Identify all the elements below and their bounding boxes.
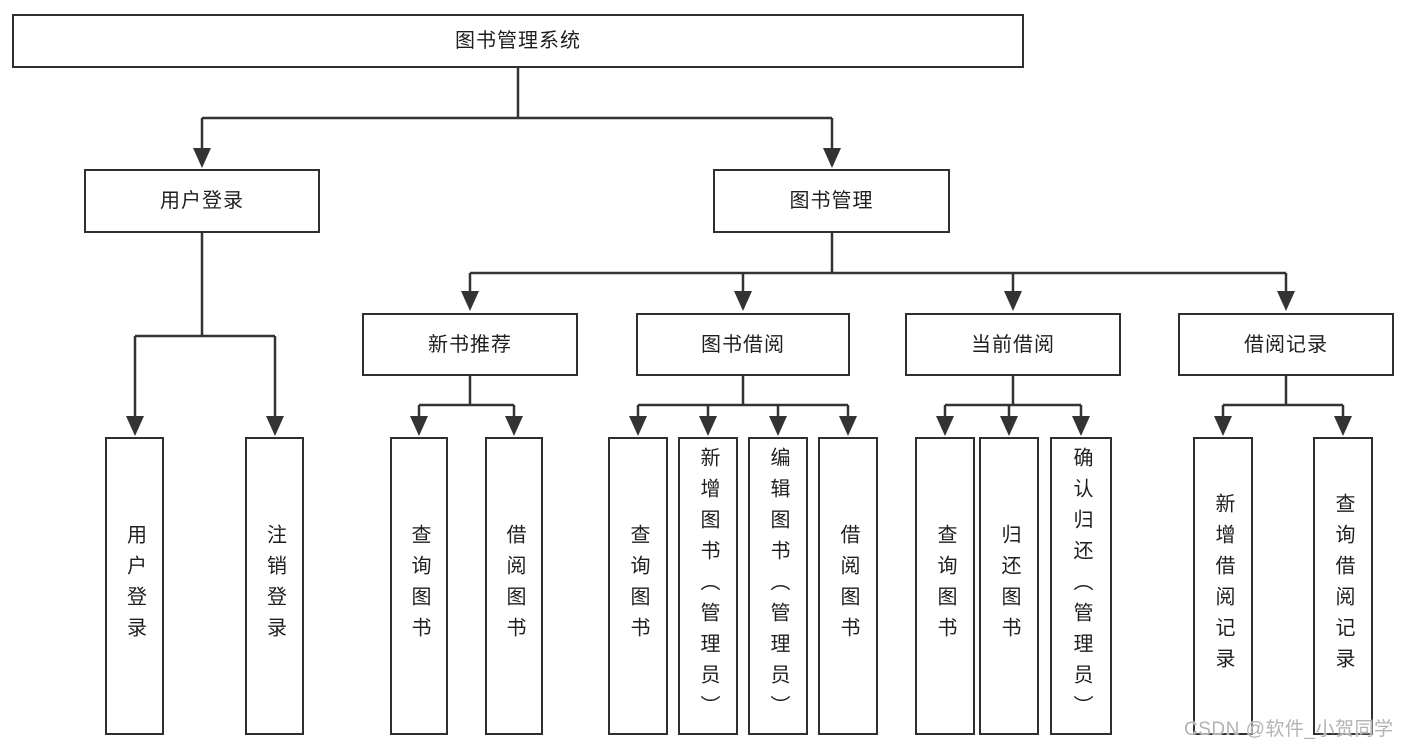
leaf-borrow-books-2: 借阅图书 xyxy=(818,437,878,735)
node-label: 新增图书（管理员） xyxy=(697,446,719,726)
node-label: 查询图书 xyxy=(627,524,649,648)
node-label: 用户登录 xyxy=(160,190,244,212)
node-label: 注销登录 xyxy=(263,524,286,648)
node-new-book-recommend: 新书推荐 xyxy=(362,313,578,376)
node-label: 借阅图书 xyxy=(837,524,859,648)
node-book-management: 图书管理 xyxy=(713,169,950,233)
node-label: 用户登录 xyxy=(123,524,146,648)
node-current-borrow: 当前借阅 xyxy=(905,313,1121,376)
node-label: 图书管理系统 xyxy=(455,30,581,52)
node-label: 图书管理 xyxy=(789,190,874,212)
node-label: 编辑图书（管理员） xyxy=(767,446,789,726)
node-label: 新增借阅记录 xyxy=(1212,493,1234,679)
node-user-login: 用户登录 xyxy=(84,169,320,233)
watermark-text: CSDN @软件_小贺同学 xyxy=(1184,719,1394,740)
leaf-query-books-2: 查询图书 xyxy=(608,437,668,735)
leaf-query-borrow-record: 查询借阅记录 xyxy=(1313,437,1373,735)
node-label: 借阅图书 xyxy=(503,524,525,648)
leaf-return-book: 归还图书 xyxy=(979,437,1039,735)
node-label: 确认归还（管理员） xyxy=(1070,446,1092,726)
node-label: 归还图书 xyxy=(998,524,1020,648)
leaf-edit-book-admin: 编辑图书（管理员） xyxy=(748,437,808,735)
node-label: 查询借阅记录 xyxy=(1332,493,1354,679)
node-library-system: 图书管理系统 xyxy=(12,14,1024,68)
node-label: 图书借阅 xyxy=(701,333,785,356)
leaf-query-books-3: 查询图书 xyxy=(915,437,975,735)
node-book-borrow: 图书借阅 xyxy=(636,313,850,376)
leaf-add-book-admin: 新增图书（管理员） xyxy=(678,437,738,735)
node-label: 新书推荐 xyxy=(428,333,512,356)
leaf-confirm-return-admin: 确认归还（管理员） xyxy=(1050,437,1112,735)
node-label: 查询图书 xyxy=(408,524,430,648)
arrowheads xyxy=(126,148,1352,436)
leaf-user-login: 用户登录 xyxy=(105,437,164,735)
node-label: 查询图书 xyxy=(934,524,956,648)
leaf-logout: 注销登录 xyxy=(245,437,304,735)
leaf-add-borrow-record: 新增借阅记录 xyxy=(1193,437,1253,735)
node-label: 当前借阅 xyxy=(971,333,1055,356)
node-borrow-records: 借阅记录 xyxy=(1178,313,1394,376)
leaf-query-books-1: 查询图书 xyxy=(390,437,448,735)
node-label: 借阅记录 xyxy=(1244,333,1328,356)
leaf-borrow-books-1: 借阅图书 xyxy=(485,437,543,735)
